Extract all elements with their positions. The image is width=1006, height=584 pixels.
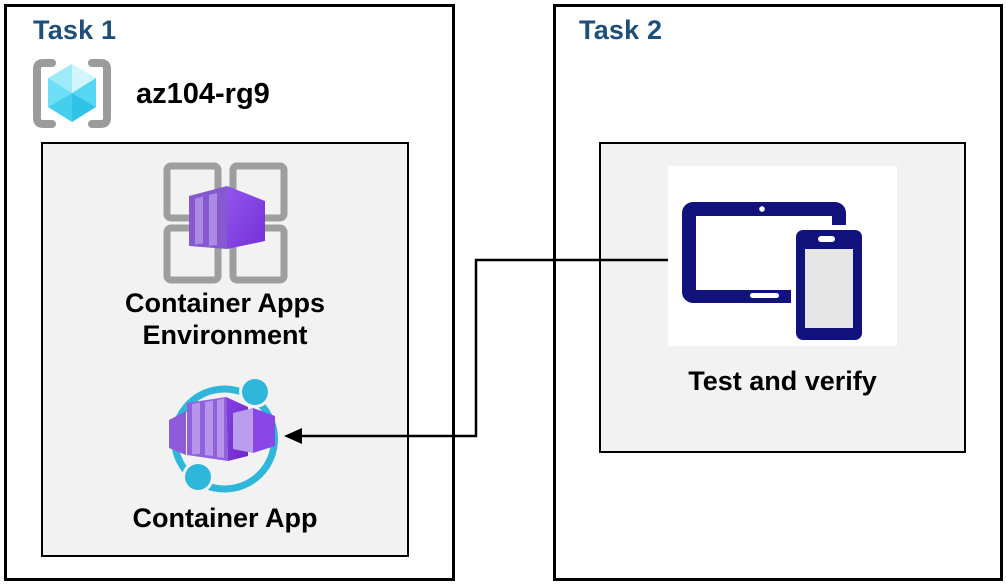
resource-group-row: az104-rg9 [26, 56, 270, 132]
devices-icon [682, 202, 867, 345]
environment-label: Container Apps Environment [124, 288, 325, 350]
resource-group-icon [33, 59, 111, 128]
task2-box: Task 2 Test and verify [553, 4, 1003, 581]
task1-box: Task 1 az104-rg9 [4, 4, 455, 581]
task2-title: Task 2 [579, 15, 663, 45]
container-app-label: Container App [132, 503, 318, 533]
container-app-icon [169, 376, 278, 493]
devices-icon-frame [668, 166, 897, 346]
test-and-verify-label: Test and verify [688, 366, 877, 396]
test-and-verify-panel: Test and verify [599, 142, 966, 453]
container-apps-environment-icon [163, 162, 288, 284]
resource-group-name: az104-rg9 [136, 77, 270, 110]
task1-title: Task 1 [33, 15, 117, 45]
container-apps-environment-panel: Container Apps Environment [41, 142, 409, 557]
